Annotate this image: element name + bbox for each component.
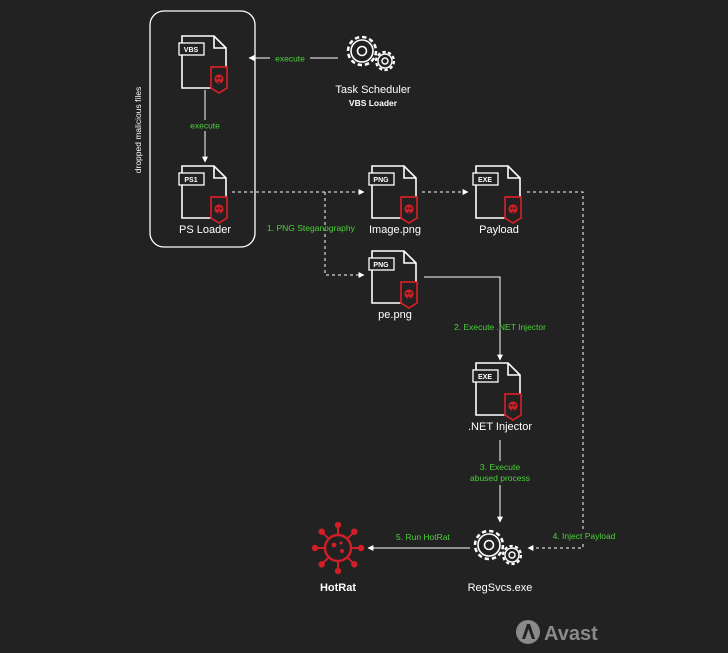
exe-file-icon xyxy=(472,362,522,421)
ps-file-icon xyxy=(178,165,228,224)
task-scheduler-sublabel: VBS Loader xyxy=(349,98,398,108)
gear-icon xyxy=(501,544,523,566)
ps-loader-node: PS1 PS Loader xyxy=(178,165,231,236)
gear-icon xyxy=(346,35,378,67)
edge-label-exec-net: 2. Execute .NET Injector xyxy=(454,322,546,332)
payload-label: Payload xyxy=(479,224,519,236)
exe-file-icon xyxy=(472,165,522,224)
vbs-file-icon xyxy=(178,35,228,94)
avast-logo-icon xyxy=(516,620,540,644)
dropped-files-group xyxy=(149,10,256,248)
payload-tag: EXE xyxy=(478,177,492,184)
payload-node: EXE Payload xyxy=(472,165,522,236)
gear-icon xyxy=(374,50,396,72)
png-file-icon xyxy=(368,250,418,309)
pe-png-label: pe.png xyxy=(378,309,412,321)
png-file-icon xyxy=(368,165,418,224)
net-injector-tag: EXE xyxy=(478,374,492,381)
edge-pe-to-injector xyxy=(424,276,503,361)
image-png-label: Image.png xyxy=(369,224,421,236)
edge-label-png-steg: 1. PNG Steganography xyxy=(267,223,356,233)
hotrat-node: HotRat xyxy=(311,521,365,594)
gear-icon xyxy=(473,529,505,561)
avast-logo: Avast xyxy=(516,620,598,645)
edge-ps-to-pe xyxy=(324,192,365,278)
task-scheduler-label: Task Scheduler xyxy=(335,84,411,96)
regsvcs-node: RegSvcs.exe xyxy=(468,529,533,594)
image-png-tag: PNG xyxy=(373,177,389,184)
hotrat-label: HotRat xyxy=(320,582,356,594)
edge-payload-to-regsvcs xyxy=(527,191,584,551)
edge-label-execute-top: execute xyxy=(275,54,305,64)
group-label: dropped malicious files xyxy=(133,87,143,173)
task-scheduler-node: Task Scheduler VBS Loader xyxy=(335,35,411,108)
edge-label-exec-abused-1: 3. Execute xyxy=(480,462,520,472)
edge-label-exec-abused-2: abused process xyxy=(470,473,530,483)
regsvcs-label: RegSvcs.exe xyxy=(468,582,533,594)
image-png-node: PNG Image.png xyxy=(368,165,421,236)
vbs-file-node: VBS xyxy=(178,35,228,94)
edge-label-execute-left: execute xyxy=(190,121,220,131)
pe-png-tag: PNG xyxy=(373,262,389,269)
edge-label-run-hotrat: 5. Run HotRat xyxy=(396,532,450,542)
ps-loader-label: PS Loader xyxy=(179,224,231,236)
pe-png-node: PNG pe.png xyxy=(368,250,418,321)
net-injector-node: EXE .NET Injector xyxy=(468,362,532,433)
avast-wordmark: Avast xyxy=(544,623,598,645)
vbs-tag: VBS xyxy=(184,47,199,54)
edge-label-inject-payload: 4. Inject Payload xyxy=(553,531,616,541)
virus-icon xyxy=(311,521,365,575)
ps-tag: PS1 xyxy=(184,177,197,184)
connectors xyxy=(202,55,584,551)
net-injector-label: .NET Injector xyxy=(468,421,532,433)
